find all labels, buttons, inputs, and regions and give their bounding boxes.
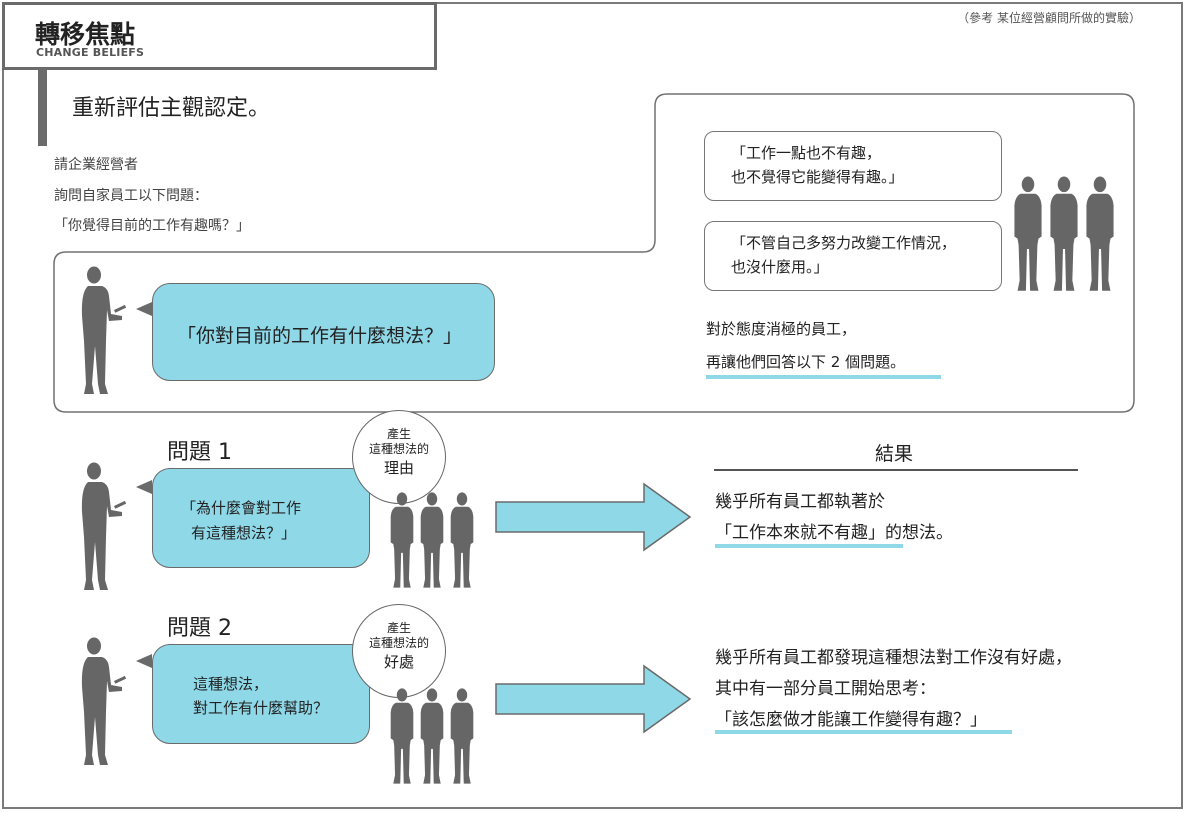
intro-line: 請企業經營者	[54, 157, 138, 173]
employee-reply-bubble: 「工作一點也不有趣， 也不覺得它能變得有趣。」	[704, 131, 1002, 201]
main-question-text: 「你對目前的工作有什麼想法？」	[177, 325, 463, 347]
manager-silhouette-icon	[78, 637, 128, 772]
employee-reply-bubble: 「不管自己多努力改變工作情況， 也沒什麼用。」	[704, 221, 1002, 291]
circle-line: 產生	[386, 427, 411, 441]
heading-accent-bar	[38, 70, 47, 146]
intro-line: 「你覺得目前的工作有趣嗎？」	[54, 218, 250, 234]
followup-underline	[706, 375, 941, 379]
bubble-tail	[136, 654, 152, 668]
reply-line: 也沒什麼用。」	[731, 258, 829, 276]
question-2-line: 對工作有什麼幫助？	[193, 699, 329, 717]
followup-line: 再讓他們回答以下 2 個問題。	[706, 353, 906, 371]
result-1-line: 「工作本來就不有趣」的想法。	[715, 523, 953, 543]
question-2-bubble: 這種想法， 對工作有什麼幫助？	[152, 644, 370, 744]
question-2-line: 這種想法，	[193, 675, 269, 693]
page-subtitle: CHANGE BELIEFS	[36, 46, 145, 59]
result-header: 結果	[875, 443, 914, 465]
question-2-label: 問題 2	[167, 616, 232, 641]
question-1-label: 問題 1	[167, 440, 232, 465]
result-2-underline	[715, 730, 1012, 734]
result-2-line: 其中有一部分員工開始思考：	[715, 679, 936, 699]
manager-silhouette-icon	[78, 462, 128, 597]
question-1-line: 「為什麼會對工作	[181, 499, 302, 517]
circle-line: 產生	[386, 621, 411, 635]
result-1-line: 幾乎所有員工都執著於	[715, 492, 885, 512]
result-1-underline	[715, 544, 903, 548]
result-2-line: 幾乎所有員工都發現這種想法對工作沒有好處，	[715, 648, 1072, 668]
right-arrow-icon	[494, 664, 694, 734]
source-note: （參考 某位經營顧問所做的實驗）	[957, 11, 1141, 25]
bubble-tail	[136, 302, 152, 316]
followup-line: 對於態度消極的員工，	[706, 320, 857, 338]
reply-line: 「工作一點也不有趣，	[731, 144, 882, 162]
question-1-bubble: 「為什麼會對工作 有這種想法？」	[152, 468, 370, 568]
circle-line: 好處	[383, 653, 414, 671]
circle-line: 這種想法的	[368, 636, 429, 650]
result-2-line: 「該怎麼做才能讓工作變得有趣？」	[715, 710, 987, 730]
page-title: 轉移焦點	[35, 20, 136, 49]
reply-line: 也不覺得它能變得有趣。」	[731, 168, 904, 186]
circle-line: 理由	[383, 459, 414, 477]
main-question-bubble: 「你對目前的工作有什麼想法？」	[152, 283, 495, 381]
right-arrow-icon	[494, 482, 694, 552]
circle-line: 這種想法的	[368, 442, 429, 456]
reason-circle: 產生 這種想法的 理由	[352, 410, 446, 504]
result-header-rule	[714, 469, 1078, 471]
title-block: 轉移焦點 CHANGE BELIEFS	[2, 2, 437, 70]
question-1-line: 有這種想法？」	[191, 524, 297, 542]
manager-silhouette-icon	[78, 266, 128, 401]
intro-line: 詢問自家員工以下問題：	[54, 188, 208, 204]
bubble-tail	[136, 480, 152, 494]
section-heading: 重新評估主觀認定。	[72, 96, 271, 121]
benefit-circle: 產生 這種想法的 好處	[352, 604, 446, 698]
reply-line: 「不管自己多努力改變工作情況，	[731, 234, 957, 252]
